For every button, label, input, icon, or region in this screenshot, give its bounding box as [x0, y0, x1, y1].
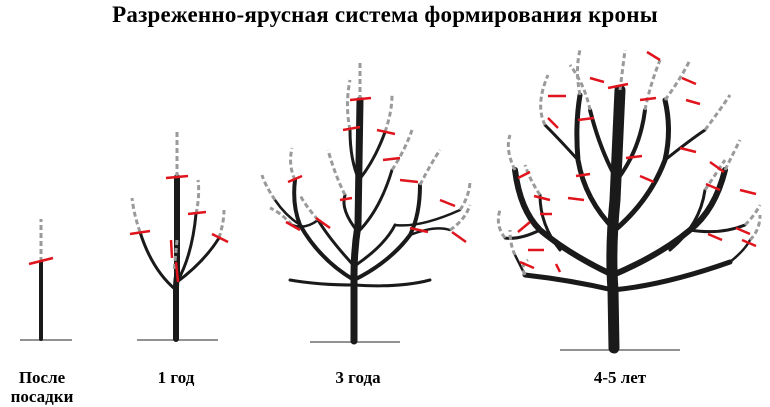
branch: [610, 259, 733, 293]
branch: [288, 278, 356, 287]
branch: [688, 223, 747, 234]
branch: [668, 188, 707, 252]
cut-marks: [285, 96, 467, 244]
branch: [175, 236, 221, 284]
branch: [354, 223, 397, 267]
branch: [357, 130, 387, 182]
diagram-title: Разреженно-ярусная система формирования …: [112, 2, 658, 27]
branch: [138, 230, 178, 292]
stage-label-3-years: 3 года: [335, 368, 381, 387]
branch: [356, 168, 394, 234]
branch: [273, 198, 302, 227]
cut-marks: [129, 174, 229, 283]
tree-1-year: [129, 130, 229, 342]
stage-label-4-5-years: 4-5 лет: [593, 368, 647, 387]
branch: [342, 193, 360, 234]
branch: [352, 183, 422, 282]
stage-label-after-planting: После посадки: [10, 368, 74, 406]
branch: [522, 272, 616, 293]
branch: [408, 227, 452, 237]
branch: [393, 208, 462, 227]
branch: [543, 123, 580, 162]
branch: [615, 108, 647, 182]
tree-4-5-years: [496, 49, 762, 354]
cut-marks: [517, 50, 757, 273]
removed-growth: [130, 130, 226, 273]
trunk: [350, 96, 364, 345]
branch: [348, 128, 361, 182]
branch: [503, 228, 542, 240]
stage-label-1-year: 1 год: [157, 368, 195, 387]
cut-mark: [28, 256, 54, 266]
branch: [663, 128, 707, 162]
branch: [316, 218, 358, 270]
branch: [538, 193, 562, 252]
branch: [175, 212, 198, 284]
tree-3-years: [260, 60, 472, 345]
tree-after-planting: [20, 219, 72, 341]
branch: [352, 278, 432, 288]
removed-growth: [496, 49, 762, 276]
trunk: [606, 84, 626, 354]
